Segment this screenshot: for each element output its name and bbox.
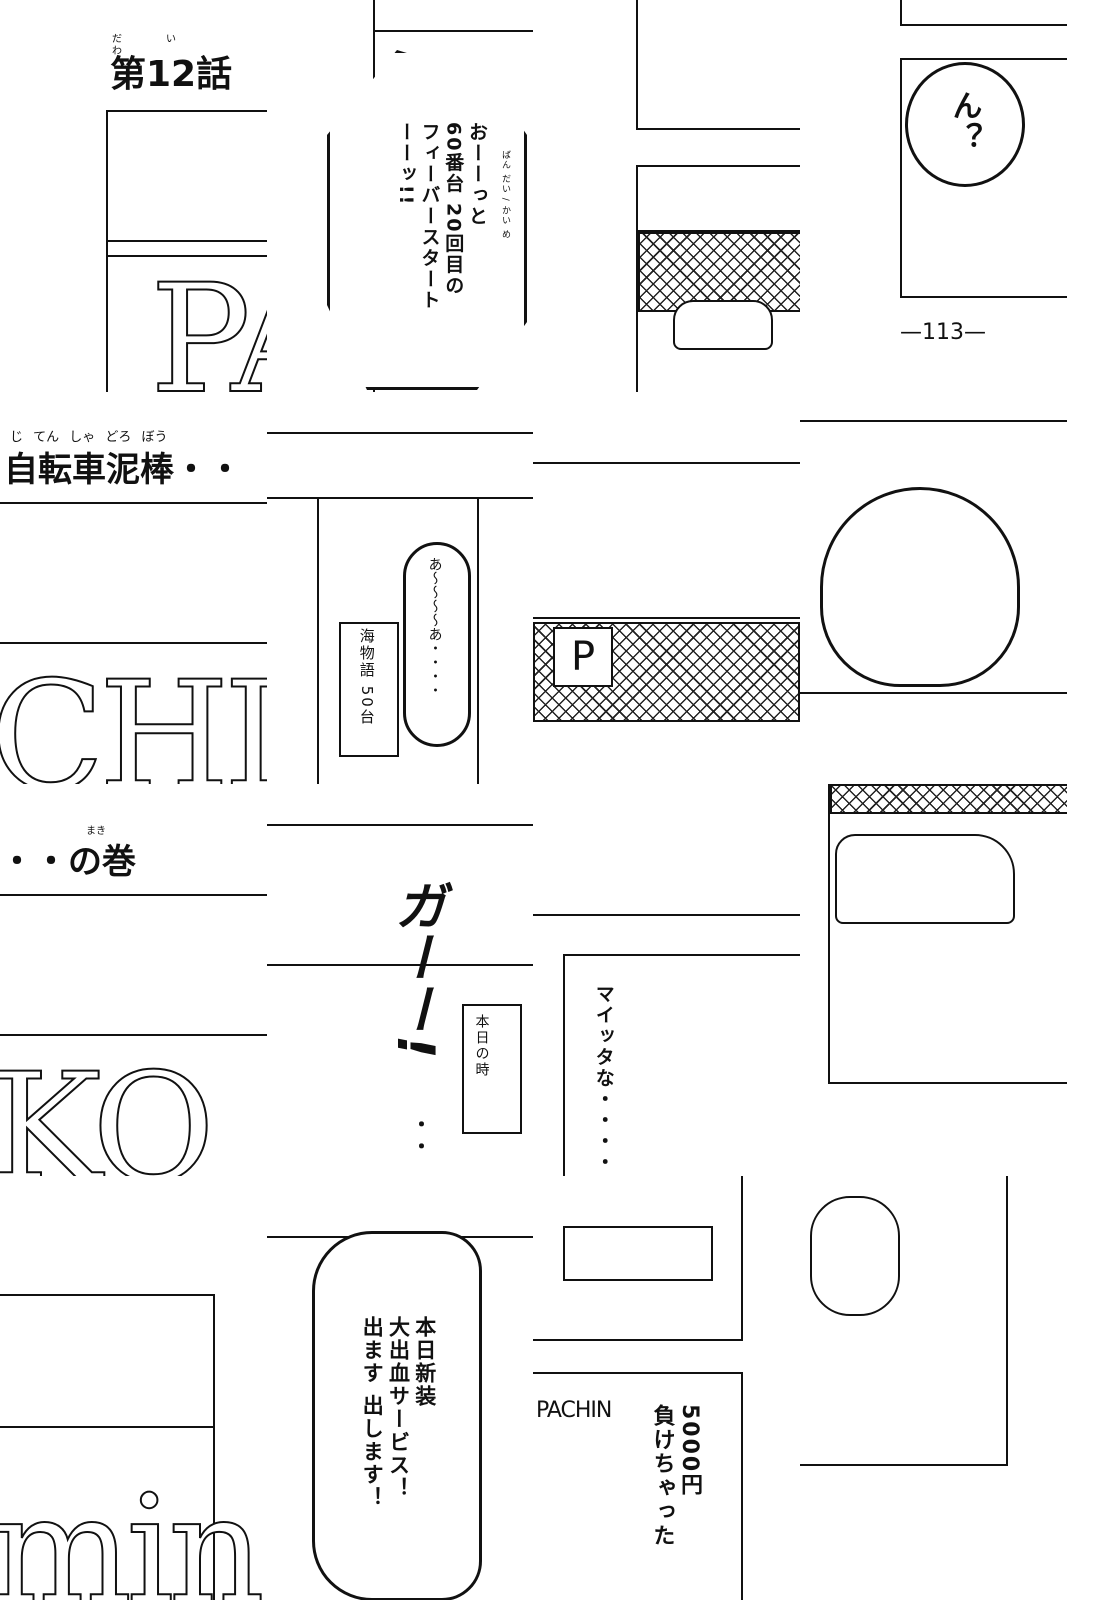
- chapter-ruby: だいわ: [112, 34, 220, 57]
- subtitle-ruby: じ てん しゃ どろ ぼう: [10, 430, 168, 445]
- parking-sign: P: [553, 627, 613, 687]
- panel-shinsou: 本日新装大出血サービス！出ます 出します！: [267, 1176, 533, 1600]
- sign-letters: min: [0, 1464, 266, 1600]
- speech-bubble: [403, 542, 471, 747]
- poster-text: 本日の時: [473, 1014, 490, 1078]
- panel-cat-tail: [800, 1176, 1067, 1600]
- page-number: —113—: [900, 320, 986, 345]
- scooter-drawing: [673, 300, 773, 350]
- panel-question: ん？ —113—: [800, 0, 1067, 392]
- panel-sign-min: min: [0, 1176, 267, 1600]
- planter-drawing: [563, 1226, 713, 1281]
- panel-lost: PACHIN 5000円負けちゃった: [533, 1176, 800, 1600]
- panel-subtitle-2: まき ・・の巻 KO: [0, 784, 267, 1176]
- subtitle-line2: ・・の巻: [0, 842, 136, 882]
- panel-border: [106, 110, 267, 392]
- speech-bubble: [905, 62, 1025, 187]
- bubble-text-shinsou: 本日新装大出血サービス！出ます 出します！: [360, 1316, 437, 1510]
- shop-sign-text: PACHIN: [536, 1398, 612, 1423]
- panel-subtitle: じ てん しゃ どろ ぼう 自転車泥棒・・ CHIN: [0, 392, 267, 784]
- bubble-text-lost: 5000円負けちゃった: [649, 1404, 703, 1548]
- panel-sigh: 海物語 50台 あ〜〜〜〜あ・・・・: [267, 392, 533, 784]
- bubble-text-sigh: あ〜〜〜〜あ・・・・: [426, 557, 443, 697]
- subtitle-ruby-2: まき: [86, 826, 106, 837]
- panel-car: [800, 784, 1067, 1176]
- panel-cat-face: [800, 392, 1067, 784]
- subtitle-line1: 自転車泥棒・・: [4, 450, 242, 490]
- cat-face-drawing: [820, 487, 1020, 687]
- panel-p-sign: P: [533, 392, 800, 784]
- bubble-text-maitta: マイッタな・・・・: [592, 984, 615, 1173]
- fence-mesh: [638, 232, 800, 312]
- sign-letters: KO: [0, 1042, 216, 1176]
- speech-bubble: [312, 1231, 482, 1600]
- panel-gaa: 本日の時 ガーー! ・・: [267, 784, 533, 1176]
- sfx-gaa: ガーー!: [385, 879, 445, 1059]
- panel-parking: [533, 0, 800, 392]
- sign-letters: CHIN: [0, 650, 267, 784]
- cat-drawing: [810, 1196, 900, 1316]
- panel-chapter-title: だいわ 第12話 PA: [0, 0, 267, 392]
- fever-ruby: ばん だい / かい め: [500, 150, 510, 240]
- chapter-title: 第12話: [110, 54, 233, 95]
- car-drawing: [835, 834, 1015, 924]
- sfx-dots: ・・: [408, 1114, 432, 1158]
- speech-bubble: [327, 50, 527, 390]
- panel-maitta: マイッタな・・・・: [533, 784, 800, 1176]
- sign-letters: PA: [149, 253, 267, 392]
- bubble-text-question: ん？: [946, 90, 982, 154]
- poster-text: 海物語 50台: [357, 628, 376, 726]
